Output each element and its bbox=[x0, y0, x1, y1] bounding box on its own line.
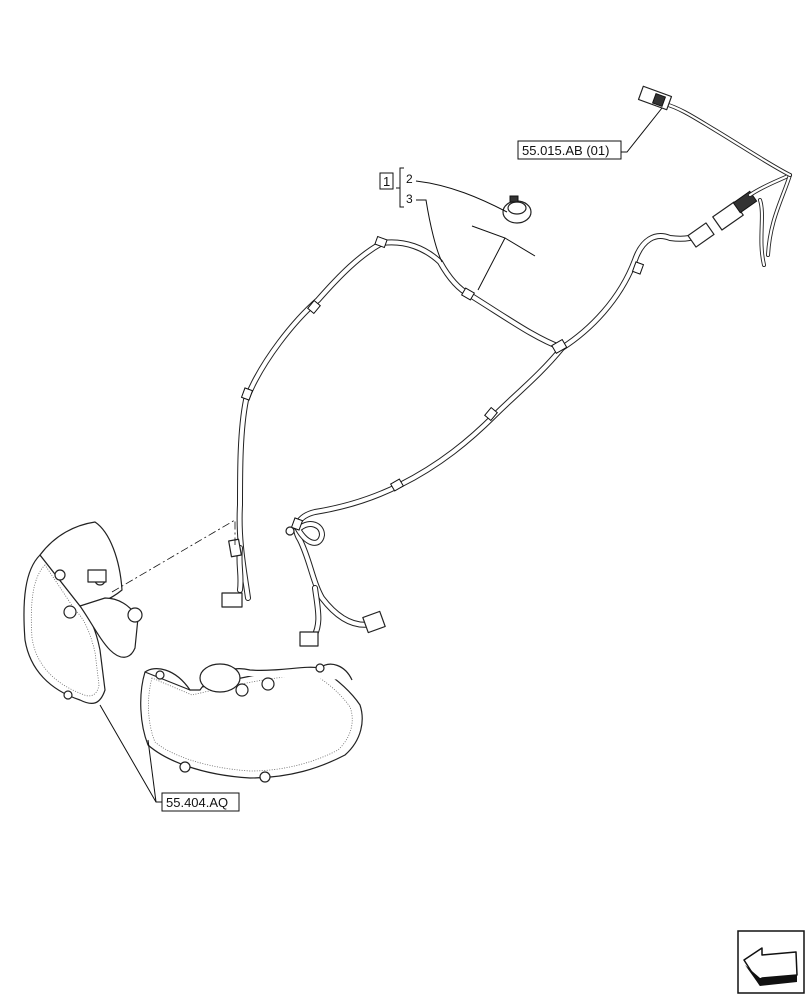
ref-lamps-label: 55.404.AQ bbox=[166, 795, 228, 810]
ref-connector-callout: 55.015.AB (01) bbox=[517, 107, 663, 160]
harness-end-connectors bbox=[221, 526, 386, 647]
headlamp-right-lower bbox=[140, 663, 363, 783]
item-2-leader bbox=[415, 180, 508, 213]
item-2-label: 2 bbox=[406, 172, 413, 186]
item-3-label: 3 bbox=[406, 192, 413, 206]
ref-connector-box bbox=[517, 140, 622, 160]
alignment-line bbox=[111, 519, 236, 593]
clip-part bbox=[502, 195, 532, 224]
next-page-arrow-icon[interactable] bbox=[737, 930, 805, 994]
clip-pointer bbox=[471, 225, 536, 291]
item-1-box bbox=[379, 172, 394, 190]
upper-right-connectors bbox=[637, 85, 792, 267]
ref-lamps-leader-2 bbox=[147, 739, 157, 803]
ref-connector-leader bbox=[621, 107, 663, 153]
ref-connector-label: 55.015.AB (01) bbox=[522, 143, 609, 158]
ref-lamps-callout: 55.404.AQ bbox=[99, 704, 240, 812]
headlamp-left-upper bbox=[23, 521, 143, 705]
item-bracket bbox=[396, 167, 404, 208]
item-1-label: 1 bbox=[383, 174, 390, 189]
item-callout: 1 2 3 bbox=[379, 167, 536, 291]
item-3-leader bbox=[416, 199, 443, 263]
main-harness bbox=[236, 229, 708, 643]
